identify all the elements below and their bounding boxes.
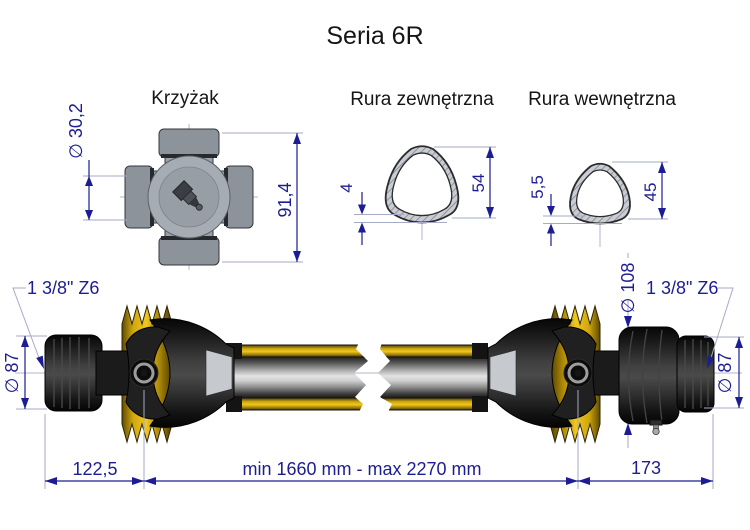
inner-tube-size-value: 45 [641, 183, 660, 202]
dim-cross-height: 91,4 [222, 132, 303, 263]
dim-left-spline: 1 3/8" Z6 [12, 278, 99, 369]
dim-inner-tube-size: 45 [612, 161, 668, 220]
dim-right-spline: 1 3/8" Z6 [646, 278, 734, 369]
tube-right-half [378, 343, 488, 412]
right-diameter-value: ∅ 87 [715, 353, 735, 394]
yoke-arm [95, 350, 133, 396]
grease-fitting-icon [172, 180, 203, 211]
inner-tube-bore [576, 169, 624, 218]
left-joint [95, 304, 235, 444]
dim-inner-tube-wall: 5,5 [528, 175, 622, 246]
inner-tube-figure [569, 162, 631, 247]
outer-tube-size-value: 54 [469, 174, 488, 193]
inner-tube-wall-value: 5,5 [528, 175, 547, 199]
dim-cross-diameter: ∅ 30,2 [66, 103, 127, 221]
cross-height-value: 91,4 [275, 182, 295, 217]
grease-nipple-icon [649, 419, 663, 436]
right-spline-value: 1 3/8" Z6 [646, 278, 718, 298]
outer-tube-figure [384, 145, 460, 240]
left-length-value: 122,5 [72, 459, 117, 479]
guard-bell [149, 318, 235, 428]
right-spline-cap [676, 335, 715, 413]
overall-length-value: min 1660 mm - max 2270 mm [242, 459, 481, 479]
right-length-value: 173 [631, 458, 661, 478]
tube-left-half [226, 343, 368, 412]
cross-cap-bottom [158, 236, 220, 266]
section-label-outer-tube: Rura zewnętrzna [350, 89, 494, 110]
dim-guard-diameter: ∅ 108 [618, 253, 638, 448]
left-diameter-value: ∅ 87 [2, 353, 22, 394]
left-spline-cap [44, 334, 103, 412]
dim-length-chain: 122,5 min 1660 mm - max 2270 mm 173 [44, 390, 714, 489]
cross-journal-figure [120, 124, 258, 270]
cross-diameter-value: ∅ 30,2 [66, 103, 86, 159]
page-title: Seria 6R [326, 22, 423, 50]
right-housing [618, 326, 680, 425]
left-spline-value: 1 3/8" Z6 [27, 278, 99, 298]
outer-tube-wall-value: 4 [337, 183, 356, 192]
dim-left-diameter: ∅ 87 [2, 335, 47, 410]
outer-tube-bore [391, 152, 453, 217]
shaft-figure [15, 304, 742, 444]
dim-outer-tube-wall: 4 [337, 183, 447, 245]
dim-outer-tube-size: 54 [434, 146, 496, 219]
dim-right-diameter: ∅ 87 [704, 336, 744, 409]
guard-diameter-value: ∅ 108 [618, 263, 638, 314]
section-label-cross: Krzyżak [151, 88, 219, 109]
cross-cap-top [158, 128, 220, 158]
section-label-inner-tube: Rura wewnętrzna [528, 89, 676, 110]
